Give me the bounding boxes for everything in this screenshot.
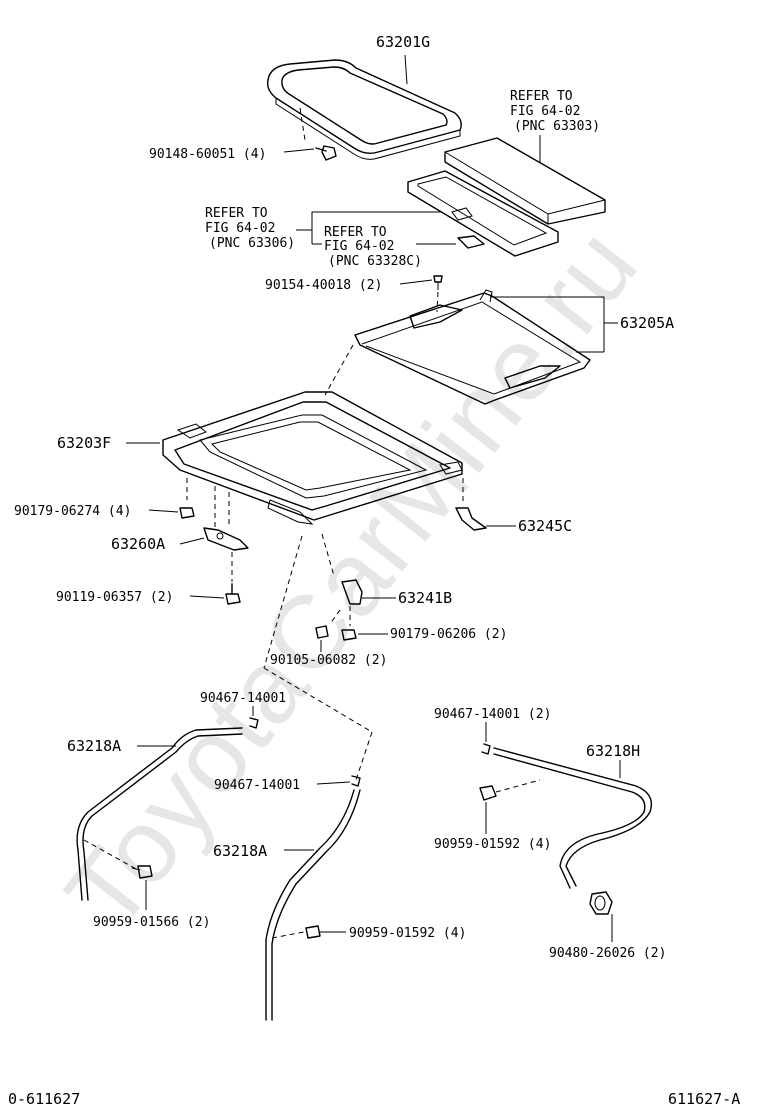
clamp-90467-b-icon	[481, 743, 491, 755]
nut-90179-06206-icon	[341, 629, 357, 641]
sunshade-frame	[407, 170, 559, 257]
nut-90179-06274-icon	[179, 507, 195, 519]
refer-note-63303-line3: (PNC 63303)	[514, 119, 600, 134]
footer-right-code: 611627-A	[668, 1090, 740, 1108]
label-90179-06274: 90179-06274 (4)	[14, 504, 131, 519]
grommet-90480-icon	[589, 891, 613, 915]
drain-hose-63218A-left	[76, 727, 243, 901]
glass-panel-63201G	[266, 59, 462, 160]
refer-note-63328C-line1: REFER TO	[324, 225, 387, 240]
label-90467-14001-right: 90467-14001 (2)	[434, 707, 551, 722]
label-90179-06206: 90179-06206 (2)	[390, 627, 507, 642]
label-63205A: 63205A	[620, 314, 674, 332]
label-90154-40018: 90154-40018 (2)	[265, 278, 382, 293]
clamp-90467-c-icon	[351, 775, 361, 787]
clamp-90959-01592-a-icon	[479, 785, 497, 801]
footer-left-code: 0-611627	[8, 1090, 80, 1108]
label-90467-14001-middle: 90467-14001	[214, 778, 300, 793]
bolt-90119-icon	[225, 583, 241, 605]
label-90959-01566: 90959-01566 (2)	[93, 915, 210, 930]
clamp-90959-01592-b-icon	[305, 925, 321, 939]
label-90959-01592-middle: 90959-01592 (4)	[349, 926, 466, 941]
refer-note-63303-line1: REFER TO	[510, 89, 573, 104]
label-63218A-top: 63218A	[67, 737, 121, 755]
screw-90148-icon	[315, 145, 337, 161]
label-90148-60051: 90148-60051 (4)	[149, 147, 266, 162]
label-63201G: 63201G	[376, 33, 430, 51]
label-63218A-middle: 63218A	[213, 842, 267, 860]
screw-90154-icon	[433, 275, 443, 290]
refer-note-63328C-line2: FIG 64-02	[324, 239, 394, 254]
drain-hose-63218A-middle	[265, 789, 361, 1021]
label-90119-06357: 90119-06357 (2)	[56, 590, 173, 605]
label-63203F: 63203F	[57, 434, 111, 452]
clamp-90959-01566-icon	[131, 865, 153, 879]
label-63245C: 63245C	[518, 517, 572, 535]
sunshade-panel	[444, 137, 606, 225]
label-90480-26026: 90480-26026 (2)	[549, 946, 666, 961]
label-63218H: 63218H	[586, 742, 640, 760]
refer-note-63303-line2: FIG 64-02	[510, 104, 580, 119]
label-63241B: 63241B	[398, 589, 452, 607]
refer-note-63328C-line3: (PNC 63328C)	[328, 254, 422, 269]
clamp-90467-a-icon	[249, 717, 259, 729]
refer-note-63306-line2: FIG 64-02	[205, 221, 275, 236]
bracket-63241B	[341, 579, 363, 605]
label-90959-01592-right: 90959-01592 (4)	[434, 837, 551, 852]
clip-63328C	[457, 235, 485, 249]
watermark: ToyotaCarMine.ru	[44, 207, 660, 950]
drain-hose-63218H-right	[493, 747, 653, 889]
refer-note-63306-line1: REFER TO	[205, 206, 268, 221]
bracket-63245C	[455, 507, 487, 531]
screw-90105-icon	[315, 625, 329, 639]
label-90467-14001-left: 90467-14001	[200, 691, 286, 706]
bracket-63260A	[203, 527, 249, 551]
label-90105-06082: 90105-06082 (2)	[270, 653, 387, 668]
refer-note-63306-line3: (PNC 63306)	[209, 236, 295, 251]
sunroof-housing-63203F	[162, 391, 463, 525]
label-63260A: 63260A	[111, 535, 165, 553]
